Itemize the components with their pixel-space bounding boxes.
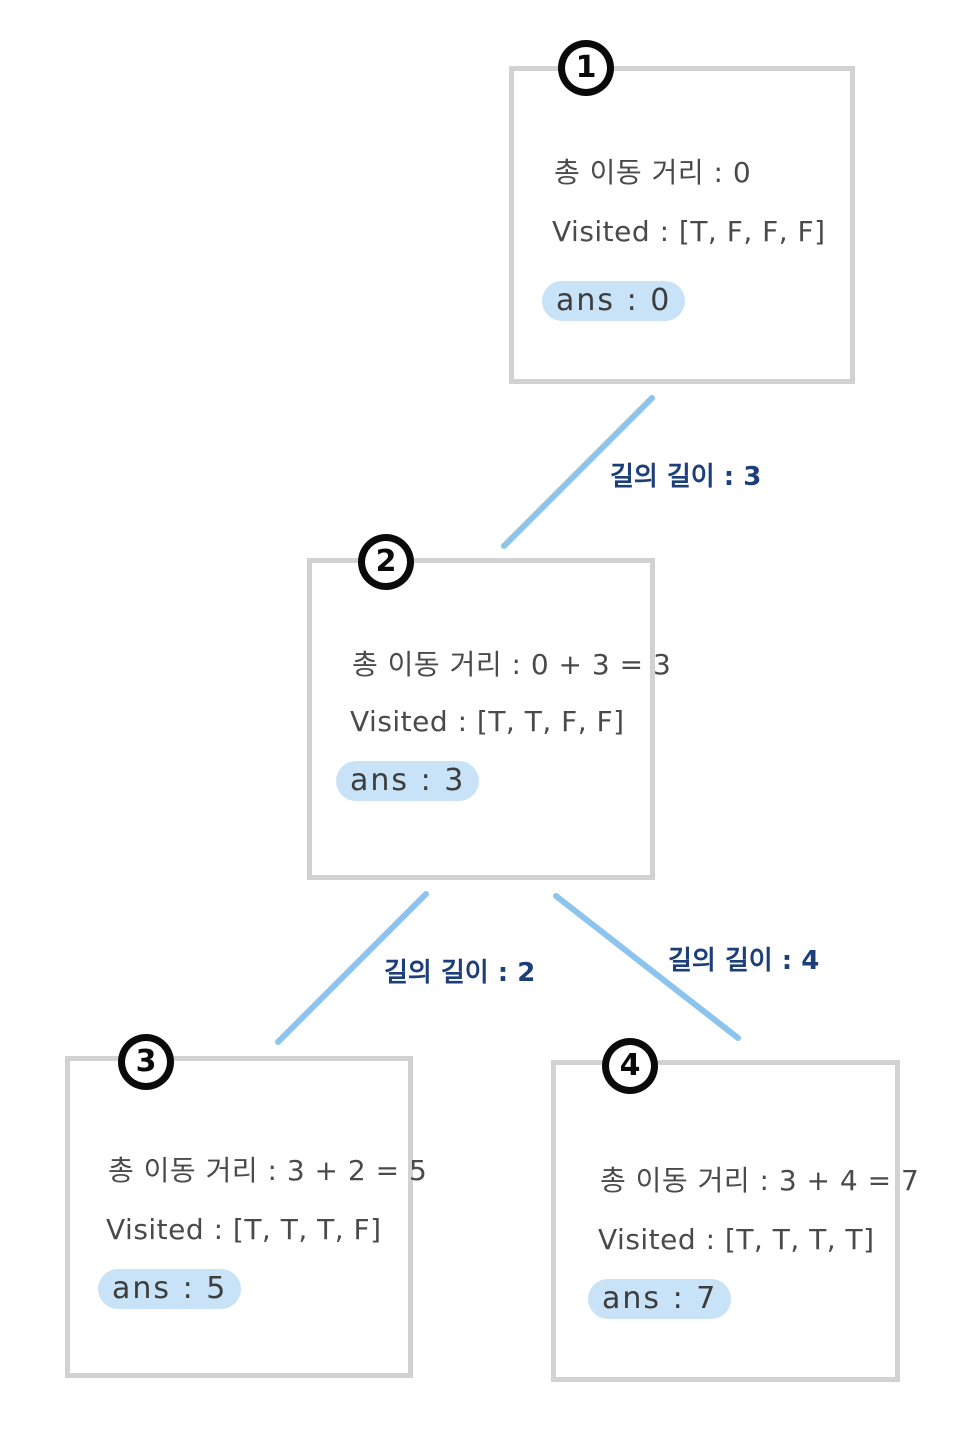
node-4-badge: 4 <box>602 1038 658 1094</box>
node-3-box: 총 이동 거리 : 3 + 2 = 5 Visited : [T, T, T, … <box>65 1056 427 1378</box>
node-2-badge: 2 <box>358 534 414 590</box>
node-4-distance: 총 이동 거리 : 3 + 4 = 7 <box>600 1164 920 1197</box>
node-2-distance: 총 이동 거리 : 0 + 3 = 3 <box>352 648 672 681</box>
node-1-box: 총 이동 거리 : 0 Visited : [T, F, F, F] ans :… <box>509 66 855 384</box>
edge-1-2 <box>501 395 655 549</box>
node-4-ans: ans : 7 <box>588 1279 732 1319</box>
edge-2-4 <box>553 893 741 1041</box>
node-4-box: 총 이동 거리 : 3 + 4 = 7 Visited : [T, T, T, … <box>551 1060 919 1382</box>
node-3-ans: ans : 5 <box>98 1269 242 1309</box>
node-3-distance: 총 이동 거리 : 3 + 2 = 5 <box>108 1154 428 1187</box>
edge-label-1-2: 길의 길이 : 3 <box>610 462 762 492</box>
node-4-number: 4 <box>609 1045 651 1087</box>
node-1-distance: 총 이동 거리 : 0 <box>554 156 752 189</box>
node-2-number: 2 <box>365 541 407 583</box>
node-1-number: 1 <box>565 47 607 89</box>
node-3-visited: Visited : [T, T, T, F] <box>106 1213 382 1246</box>
node-3-badge: 3 <box>118 1034 174 1090</box>
node-2-box: 총 이동 거리 : 0 + 3 = 3 Visited : [T, T, F, … <box>307 558 671 880</box>
node-3-number: 3 <box>125 1041 167 1083</box>
node-1-visited: Visited : [T, F, F, F] <box>552 215 826 248</box>
node-2-ans: ans : 3 <box>336 761 480 801</box>
edge-2-3 <box>275 891 429 1045</box>
node-1-badge: 1 <box>558 40 614 96</box>
edge-label-2-4: 길의 길이 : 4 <box>668 946 820 976</box>
edge-label-2-3: 길의 길이 : 2 <box>384 958 536 988</box>
node-2-visited: Visited : [T, T, F, F] <box>350 705 625 738</box>
node-4-visited: Visited : [T, T, T, T] <box>598 1223 875 1256</box>
node-1-ans: ans : 0 <box>542 281 686 321</box>
